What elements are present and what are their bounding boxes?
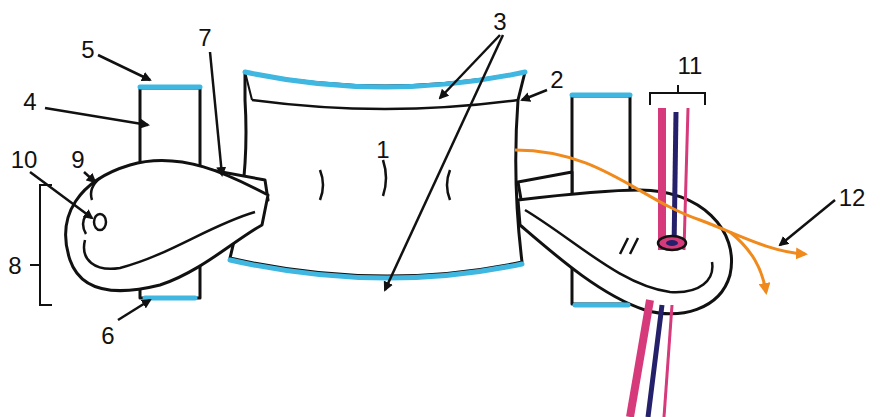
callout-number: 5 (81, 38, 94, 62)
callout-number: 12 (839, 186, 866, 210)
callout-number: 6 (101, 324, 114, 348)
callout-number: 1 (376, 138, 389, 162)
callout-number: 10 (11, 148, 38, 172)
blood-vessels (630, 108, 688, 417)
callout-number: 8 (8, 254, 21, 278)
callout-number: 7 (198, 26, 211, 50)
cartilage-line (140, 72, 630, 305)
callout-number: 2 (550, 68, 563, 92)
nerve (515, 150, 805, 254)
callout-number: 9 (71, 148, 84, 172)
bone-outline (66, 72, 732, 314)
bracket (650, 85, 705, 105)
callout-number: 4 (23, 90, 36, 114)
bracket (30, 185, 52, 305)
callout-number: 3 (493, 10, 506, 34)
leader-line (30, 35, 835, 320)
callout-number: 11 (678, 54, 703, 78)
